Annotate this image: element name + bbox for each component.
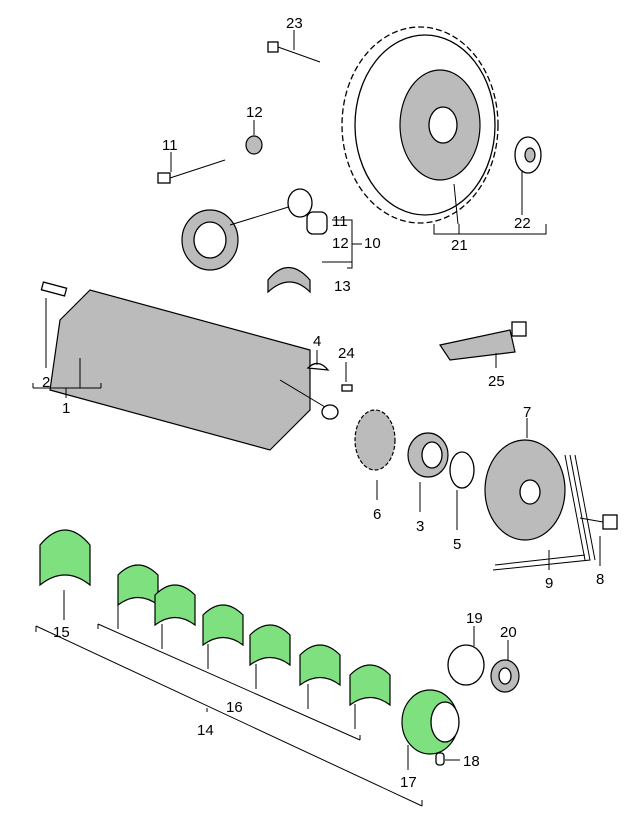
- main-bearings[interactable]: [39, 529, 391, 707]
- callout-2: 2: [42, 374, 50, 391]
- callout-15: 15: [53, 624, 70, 641]
- sealant-tube-25[interactable]: [439, 321, 527, 361]
- callout-12: 12: [332, 235, 349, 252]
- callout-11: 11: [332, 213, 348, 230]
- pin-24[interactable]: [341, 384, 353, 392]
- callout-22: 22: [514, 215, 531, 232]
- callout-19: 19: [466, 610, 483, 627]
- rod-bearing-13[interactable]: [267, 266, 311, 294]
- pin-18[interactable]: [435, 752, 445, 766]
- nut-12[interactable]: [245, 135, 263, 155]
- callout-3: 3: [416, 518, 424, 535]
- pulley-7[interactable]: [484, 439, 566, 541]
- belt-9[interactable]: [492, 454, 596, 571]
- dowel-pin-2[interactable]: [40, 281, 68, 297]
- bolt-8[interactable]: [579, 514, 618, 530]
- callout-13: 13: [334, 278, 351, 295]
- crankshaft[interactable]: [49, 289, 339, 451]
- bolt-11[interactable]: [157, 159, 226, 184]
- callout-8: 8: [596, 571, 604, 588]
- ring-5[interactable]: [449, 451, 475, 489]
- callout-1: 1: [62, 400, 70, 417]
- callout-25: 25: [488, 373, 505, 390]
- flywheel[interactable]: [341, 26, 499, 224]
- bearing-22[interactable]: [514, 136, 542, 174]
- connecting-rod[interactable]: [181, 188, 313, 271]
- callout-10: 10: [364, 235, 381, 252]
- callout-4: 4: [313, 333, 321, 350]
- callout-18: 18: [463, 753, 480, 770]
- callout-24: 24: [338, 345, 355, 362]
- seal-ring-19[interactable]: [447, 644, 485, 686]
- callout-14: 14: [197, 722, 214, 739]
- callout-9: 9: [545, 575, 553, 592]
- leader-lines: [32, 30, 601, 807]
- callout-16: 16: [226, 699, 243, 716]
- callout-23: 23: [286, 15, 303, 32]
- callout-5: 5: [453, 536, 461, 553]
- washer-20[interactable]: [490, 659, 520, 693]
- callout-20: 20: [500, 624, 517, 641]
- callout-12: 12: [246, 104, 263, 121]
- callout-6: 6: [373, 506, 381, 523]
- thrust-bearing-17[interactable]: [401, 689, 460, 755]
- spacer-3[interactable]: [407, 432, 449, 478]
- gear-6[interactable]: [354, 409, 396, 471]
- callout-11: 11: [162, 137, 178, 154]
- callout-21: 21: [451, 237, 468, 254]
- callout-7: 7: [523, 404, 531, 421]
- callout-17: 17: [400, 774, 417, 791]
- bolt-23[interactable]: [267, 41, 321, 63]
- key-4[interactable]: [306, 362, 330, 371]
- bushing[interactable]: [306, 211, 328, 235]
